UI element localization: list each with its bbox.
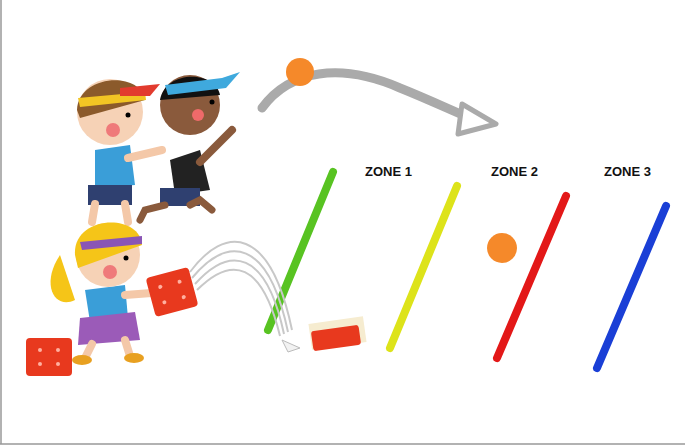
child-figure	[77, 79, 162, 222]
arrow-head	[458, 104, 496, 134]
frame-line	[0, 0, 2, 444]
zone-line	[390, 186, 457, 348]
frame-line	[0, 443, 685, 445]
child-figure	[51, 222, 165, 365]
zone-label: ZONE 1	[365, 164, 412, 179]
zone-line	[597, 206, 666, 368]
toss-arcs	[190, 242, 292, 336]
beanbag	[146, 267, 199, 317]
ball	[286, 58, 314, 86]
zone-label: ZONE 3	[604, 164, 651, 179]
child-figure	[140, 72, 240, 220]
ball	[487, 233, 517, 263]
zone-line	[497, 196, 566, 358]
splash	[282, 340, 300, 352]
beanbag	[26, 338, 72, 376]
zone-line	[268, 172, 333, 330]
zone-label: ZONE 2	[491, 164, 538, 179]
beanbag	[311, 325, 361, 351]
beanbag-dots	[158, 279, 186, 305]
beanbag-dots	[38, 348, 60, 366]
